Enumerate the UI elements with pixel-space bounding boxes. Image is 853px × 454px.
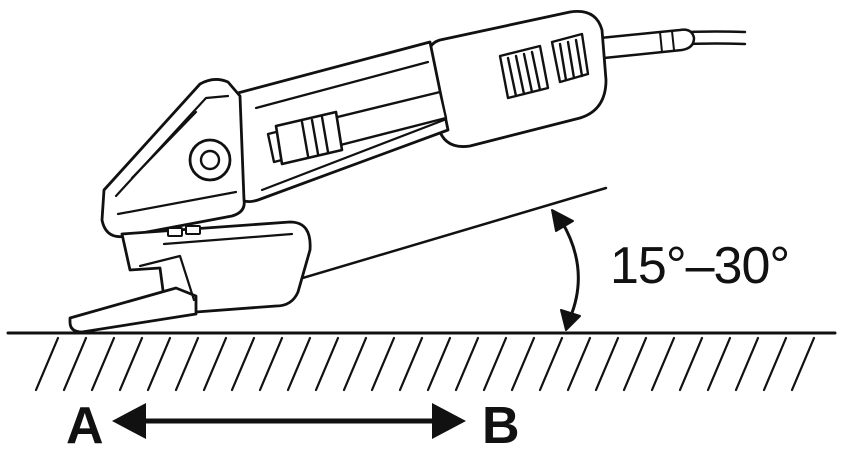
- curved-double-arrow-icon: [551, 209, 581, 331]
- angle-grinder-icon: [68, 10, 747, 334]
- angle-label: 15°–30°: [610, 237, 789, 295]
- cord-strain-relief: [598, 28, 696, 60]
- grinding-wheel: [68, 286, 198, 334]
- point-a-label: A: [66, 397, 104, 454]
- vent-slots: [498, 32, 590, 100]
- point-b-label: B: [482, 397, 520, 454]
- surface-hatching: [34, 336, 816, 392]
- spindle-lock-icon: [188, 138, 232, 182]
- slide-switch: [266, 90, 448, 166]
- horizontal-double-arrow-icon: [112, 403, 466, 439]
